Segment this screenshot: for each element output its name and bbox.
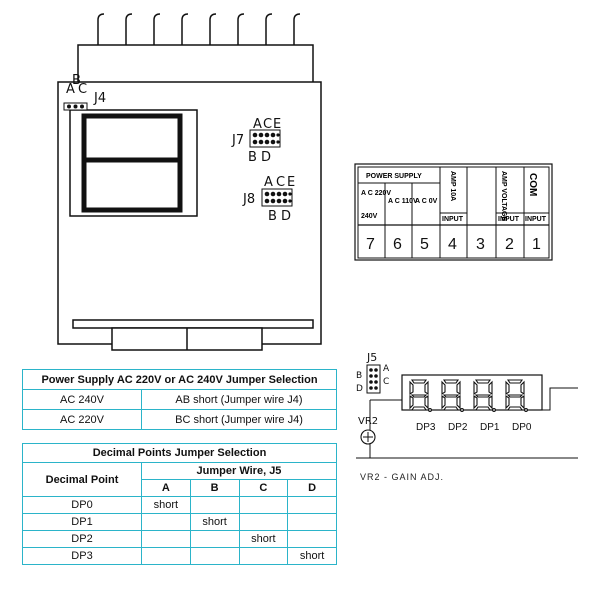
jumper-cell xyxy=(238,513,289,531)
seven-segment-digits xyxy=(409,379,528,412)
power-supply-label: POWER SUPPLY xyxy=(366,173,422,180)
j4-label: J4 xyxy=(93,91,106,106)
decimal-point-cell: DP3 xyxy=(22,547,142,565)
j4-pin-a: A xyxy=(66,82,75,97)
j7-pin-d: D xyxy=(261,150,271,165)
terminal-4: 4 xyxy=(448,236,457,253)
bottom-connector xyxy=(72,319,314,329)
com-label: COM xyxy=(527,173,538,196)
input-label-3: INPUT xyxy=(525,216,547,223)
jumper-cell xyxy=(287,513,337,531)
j8-pin-b: B xyxy=(268,209,277,224)
decimal-point-cell: DP1 xyxy=(22,513,142,531)
jumper-cell xyxy=(141,513,191,531)
jumper-cell xyxy=(287,530,337,548)
input-label-1: INPUT xyxy=(442,216,464,223)
terminal-7: 7 xyxy=(366,236,375,253)
v0-label: A C 0V xyxy=(415,198,438,205)
decimal-table-title: Decimal Points Jumper Selection xyxy=(22,443,337,463)
gain-adj-note: VR2 - GAIN ADJ. xyxy=(360,472,445,482)
terminal-3: 3 xyxy=(476,236,485,253)
table-row: DP0 short xyxy=(22,496,337,514)
j4-header xyxy=(63,102,88,111)
v220-label: A C 220V xyxy=(361,190,391,197)
j7-pin-b: B xyxy=(248,150,257,165)
decimal-jumper-table: Decimal Points Jumper Selection Decimal … xyxy=(22,443,337,565)
col-a-header: A xyxy=(141,479,191,497)
jumper-cell xyxy=(189,496,240,514)
j8-pin-d: D xyxy=(281,209,291,224)
amp-label: AMP 10A xyxy=(449,171,456,201)
j8-label: J8 xyxy=(242,192,255,207)
j8-header xyxy=(261,188,293,207)
jumper-cell: short xyxy=(141,496,191,514)
dp3-label: DP3 xyxy=(416,422,436,433)
terminal-1: 1 xyxy=(532,236,541,253)
jumper-cell xyxy=(141,547,191,565)
connector-pins xyxy=(77,13,314,88)
dp1-label: DP1 xyxy=(480,422,500,433)
j5-pin-d: D xyxy=(356,384,363,394)
jumper-cell xyxy=(141,530,191,548)
jumper-cell xyxy=(238,547,289,565)
j7-pin-a: A xyxy=(253,117,262,132)
j5-label: J5 xyxy=(366,351,377,364)
j7-label: J7 xyxy=(231,133,244,148)
j8-pin-c: C xyxy=(276,175,285,190)
table-row: AC 240V AB short (Jumper wire J4) xyxy=(22,389,337,410)
setting-cell: AB short (Jumper wire J4) xyxy=(141,389,337,410)
j4-pin-b: B xyxy=(72,73,81,88)
voltage-cell: AC 220V xyxy=(22,409,142,430)
terminal-2: 2 xyxy=(505,236,514,253)
power-jumper-table: Power Supply AC 220V or AC 240V Jumper S… xyxy=(22,369,337,430)
j7-pin-c: C xyxy=(263,117,272,132)
decimal-point-cell: DP0 xyxy=(22,496,142,514)
table-row: AC 220V BC short (Jumper wire J4) xyxy=(22,409,337,430)
jumper-cell xyxy=(189,530,240,548)
j5-pin-c: C xyxy=(383,377,389,387)
decimal-point-header: Decimal Point xyxy=(22,462,142,497)
jumper-cell: short xyxy=(287,547,337,565)
j8-pin-e: E xyxy=(287,175,295,190)
setting-cell: BC short (Jumper wire J4) xyxy=(141,409,337,430)
table-row: DP2 short xyxy=(22,530,337,548)
jumper-cell: short xyxy=(189,513,240,531)
j7-header xyxy=(249,129,281,148)
power-table-title: Power Supply AC 220V or AC 240V Jumper S… xyxy=(22,369,337,390)
col-b-header: B xyxy=(189,479,240,497)
j7-pin-e: E xyxy=(273,117,281,132)
jumper-cell xyxy=(189,547,240,565)
transformer xyxy=(69,109,198,217)
col-c-header: C xyxy=(238,479,289,497)
table-row: DP3 short xyxy=(22,547,337,565)
input-label-2: INPUT xyxy=(498,216,520,223)
jumper-cell: short xyxy=(238,530,289,548)
v240-label: 240V xyxy=(361,213,378,220)
j5-pin-b: B xyxy=(356,371,362,381)
jumper-cell xyxy=(287,496,337,514)
table-row: DP1 short xyxy=(22,513,337,531)
amp-voltage-label: AMP VOLTAGE xyxy=(500,171,507,222)
j5-header xyxy=(366,364,381,394)
dp0-label: DP0 xyxy=(512,422,532,433)
vr2-label: VR2 xyxy=(358,416,378,427)
terminal-5: 5 xyxy=(420,236,429,253)
v110-label: A C 110V xyxy=(388,198,418,205)
jumper-wire-header: Jumper Wire, J5 xyxy=(141,462,337,480)
display-board: J5 A B C D DP3 DP2 DP1 DP0 VR2 xyxy=(356,351,578,459)
decimal-point-cell: DP2 xyxy=(22,530,142,548)
jumper-cell xyxy=(238,496,289,514)
terminal-block: POWER SUPPLY A C 220V 240V A C 110V A C … xyxy=(354,163,553,261)
j4-pin-c: C xyxy=(78,82,87,97)
terminal-6: 6 xyxy=(393,236,402,253)
j8-pin-a: A xyxy=(264,175,273,190)
j5-pin-a: A xyxy=(383,364,390,374)
dp2-label: DP2 xyxy=(448,422,468,433)
col-d-header: D xyxy=(287,479,337,497)
voltage-cell: AC 240V xyxy=(22,389,142,410)
